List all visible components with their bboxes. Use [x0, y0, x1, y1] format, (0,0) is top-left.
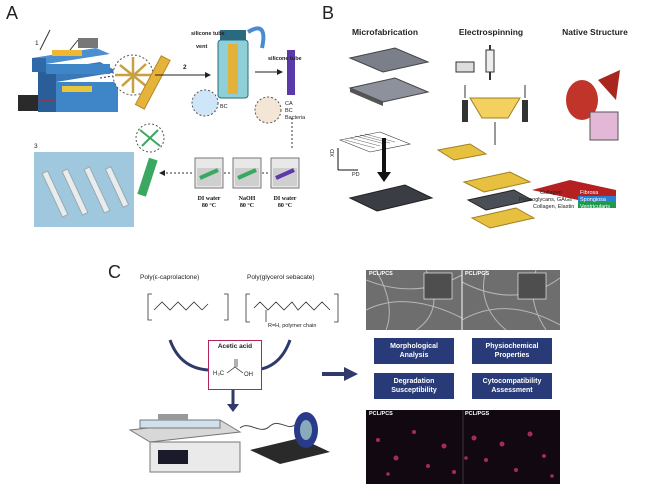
xd-label: XD	[329, 149, 336, 157]
acetic-acid-structure: H₃C OH	[213, 359, 253, 378]
sem-fibers	[366, 270, 560, 330]
panel-b-diagram	[337, 45, 620, 229]
panel-c-diagram	[128, 293, 358, 473]
beaker-3-label: DI water 80 °C	[273, 196, 297, 209]
syringe-pump-illustration	[128, 414, 242, 473]
fluorescence-cells	[376, 410, 554, 484]
pgs-title: Poly(glycerol sebacate)	[247, 274, 315, 281]
physiochemical-properties-box: Physiochemical Properties	[472, 338, 552, 364]
legend-bc: BC	[285, 108, 293, 114]
green-rod	[137, 157, 158, 197]
fluorescence-image	[366, 410, 560, 484]
beaker-2-label: NaOH 80 °C	[238, 196, 256, 209]
sem-image-strip	[366, 270, 560, 330]
ca-bc-zoom-circle	[254, 96, 282, 124]
native-structure-header: Native Structure	[562, 27, 628, 37]
panel-c-letter: C	[108, 262, 121, 282]
silicone-tube-right-label: silicone tube	[268, 56, 302, 62]
r-group-note: R=H, polymer chain	[268, 323, 317, 329]
bioreactor-illustration	[217, 26, 266, 99]
step-1-label: 1	[35, 40, 39, 47]
pd-label: PD	[352, 172, 360, 178]
fibrosa-label: Fibrosa	[580, 190, 599, 196]
bc-label: BC	[220, 104, 228, 110]
cytocompatibility-assessment-box: Cytocompatibility Assessment	[472, 373, 552, 399]
microfabrication-header: Microfabrication	[351, 27, 419, 37]
sem-left-label: PCL/PCS	[369, 271, 393, 277]
beaker-1-label: DI water 80 °C	[197, 196, 221, 209]
spongiosa-label: Spongiosa	[580, 197, 606, 203]
svg-text:OH: OH	[244, 372, 253, 378]
beaker-1	[194, 157, 224, 189]
ventricularis-label: Ventricularis	[580, 204, 610, 210]
acetic-acid-box: Acetic acid H₃C OH	[208, 340, 262, 390]
legend-ca: CA	[285, 101, 293, 107]
fluo-left-label: PCL/PCS	[369, 411, 393, 417]
panel-b-letter: B	[322, 3, 335, 23]
yellow-rod	[134, 55, 171, 110]
proteoglycans-layer-label: Proteoglycans, GAGs	[519, 197, 572, 203]
collector-illustration	[239, 412, 330, 464]
step-3-label: 3	[34, 143, 38, 150]
beaker-3	[270, 157, 300, 189]
morphological-analysis-box: Morphological Analysis	[374, 338, 454, 364]
electrospinning-machine-illustration	[18, 29, 118, 112]
sem-right-label: PCL/PGS	[465, 271, 490, 277]
silicone-tube-top-label: silicone tube	[191, 31, 225, 37]
purple-rod	[287, 50, 295, 95]
svg-text:H₃C: H₃C	[213, 371, 225, 377]
electrospinning-header: Electrospinning	[458, 27, 524, 37]
degradation-susceptibility-box: Degradation Susceptibility	[374, 373, 454, 399]
panel-a-letter: A	[6, 3, 19, 23]
beaker-2	[232, 157, 262, 189]
vent-label: vent	[196, 44, 208, 50]
collagen-layer-label: Collagen	[540, 190, 562, 196]
elastin-layer-label: Collagen, Elastin	[533, 204, 575, 210]
bc-zoom-circle	[191, 89, 219, 117]
panel-a-diagram	[18, 26, 300, 227]
fluo-right-label: PCL/PGS	[465, 411, 490, 417]
legend-bacteria: Bacteria	[285, 115, 306, 121]
step-2-label: 2	[183, 64, 187, 71]
acetic-acid-title: Acetic acid	[217, 343, 253, 350]
pcl-title: Poly(ε-caprolactone)	[140, 274, 200, 281]
